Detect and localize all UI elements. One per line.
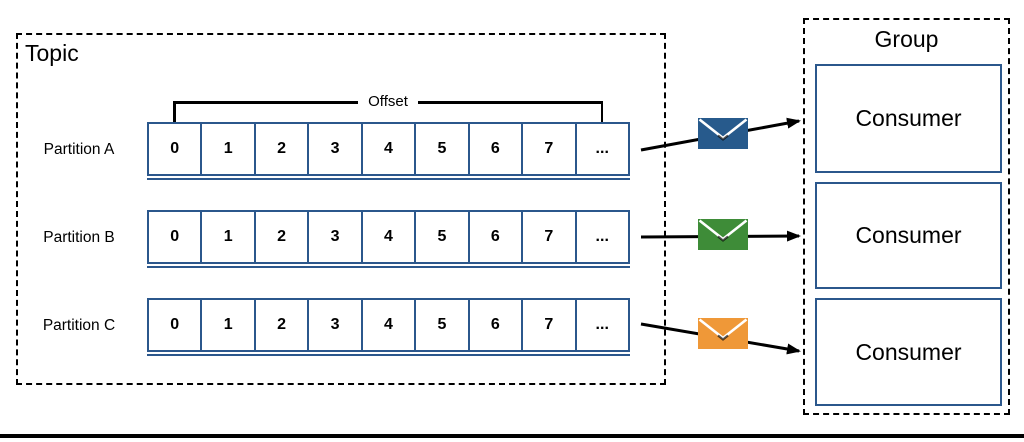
partition-a-row: 0 1 2 3 4 5 6 7 ... [147,122,630,180]
offset-cell: 7 [521,210,577,264]
offset-cell: 2 [253,122,310,176]
offset-cell: 3 [307,122,363,176]
offset-cell: 4 [360,298,417,352]
bottom-edge-bar [0,434,1024,438]
offset-cell: 0 [147,210,203,264]
offset-cell: 1 [200,122,256,176]
partition-c-row: 0 1 2 3 4 5 6 7 ... [147,298,630,356]
offset-cell: 3 [307,298,363,352]
offset-cell: 4 [360,210,417,264]
offset-cell-ellipsis: ... [574,298,630,352]
group-container: Group Consumer Consumer Consumer [803,18,1010,415]
group-label: Group [874,26,939,52]
offset-cell: 1 [200,298,256,352]
consumer-3-label: Consumer [855,338,962,365]
offset-cell: 0 [147,122,203,176]
consumer-box-1: Consumer [815,64,1002,173]
partition-b-label: Partition B [43,229,115,246]
partition-a-label: Partition A [43,141,115,158]
partition-c-label: Partition C [42,317,116,334]
offset-label-wrap: Offset [173,91,603,112]
offset-cell: 5 [414,210,470,264]
offset-cell-ellipsis: ... [574,122,630,176]
consumer-box-3: Consumer [815,298,1002,406]
offset-cell: 5 [414,298,470,352]
offset-cell: 6 [467,298,524,352]
offset-cell: 2 [253,298,310,352]
offset-cell: 3 [307,210,363,264]
offset-cell: 6 [467,122,524,176]
offset-cell: 7 [521,298,577,352]
offset-bracket-left-tick [173,101,176,123]
offset-cell: 2 [253,210,310,264]
consumer-1-label: Consumer [855,105,962,131]
offset-label: Offset [358,93,418,110]
consumer-box-2: Consumer [815,182,1002,289]
offset-bracket-line: Offset [173,93,603,110]
offset-cell: 6 [467,210,524,264]
offset-cell: 0 [147,298,203,352]
offset-cell: 1 [200,210,256,264]
consumer-2-label: Consumer [855,222,962,248]
offset-cell-ellipsis: ... [574,210,630,264]
offset-cell: 7 [521,122,577,176]
offset-bracket-right-tick [600,101,603,123]
blue-message-envelope-icon [698,118,748,149]
offset-cell: 4 [360,122,417,176]
orange-message-envelope-icon [698,318,748,349]
green-message-envelope-icon [698,219,748,250]
partition-b-row: 0 1 2 3 4 5 6 7 ... [147,210,630,268]
topic-label: Topic [25,40,79,66]
topic-container: Topic [16,33,666,385]
offset-cell: 5 [414,122,470,176]
